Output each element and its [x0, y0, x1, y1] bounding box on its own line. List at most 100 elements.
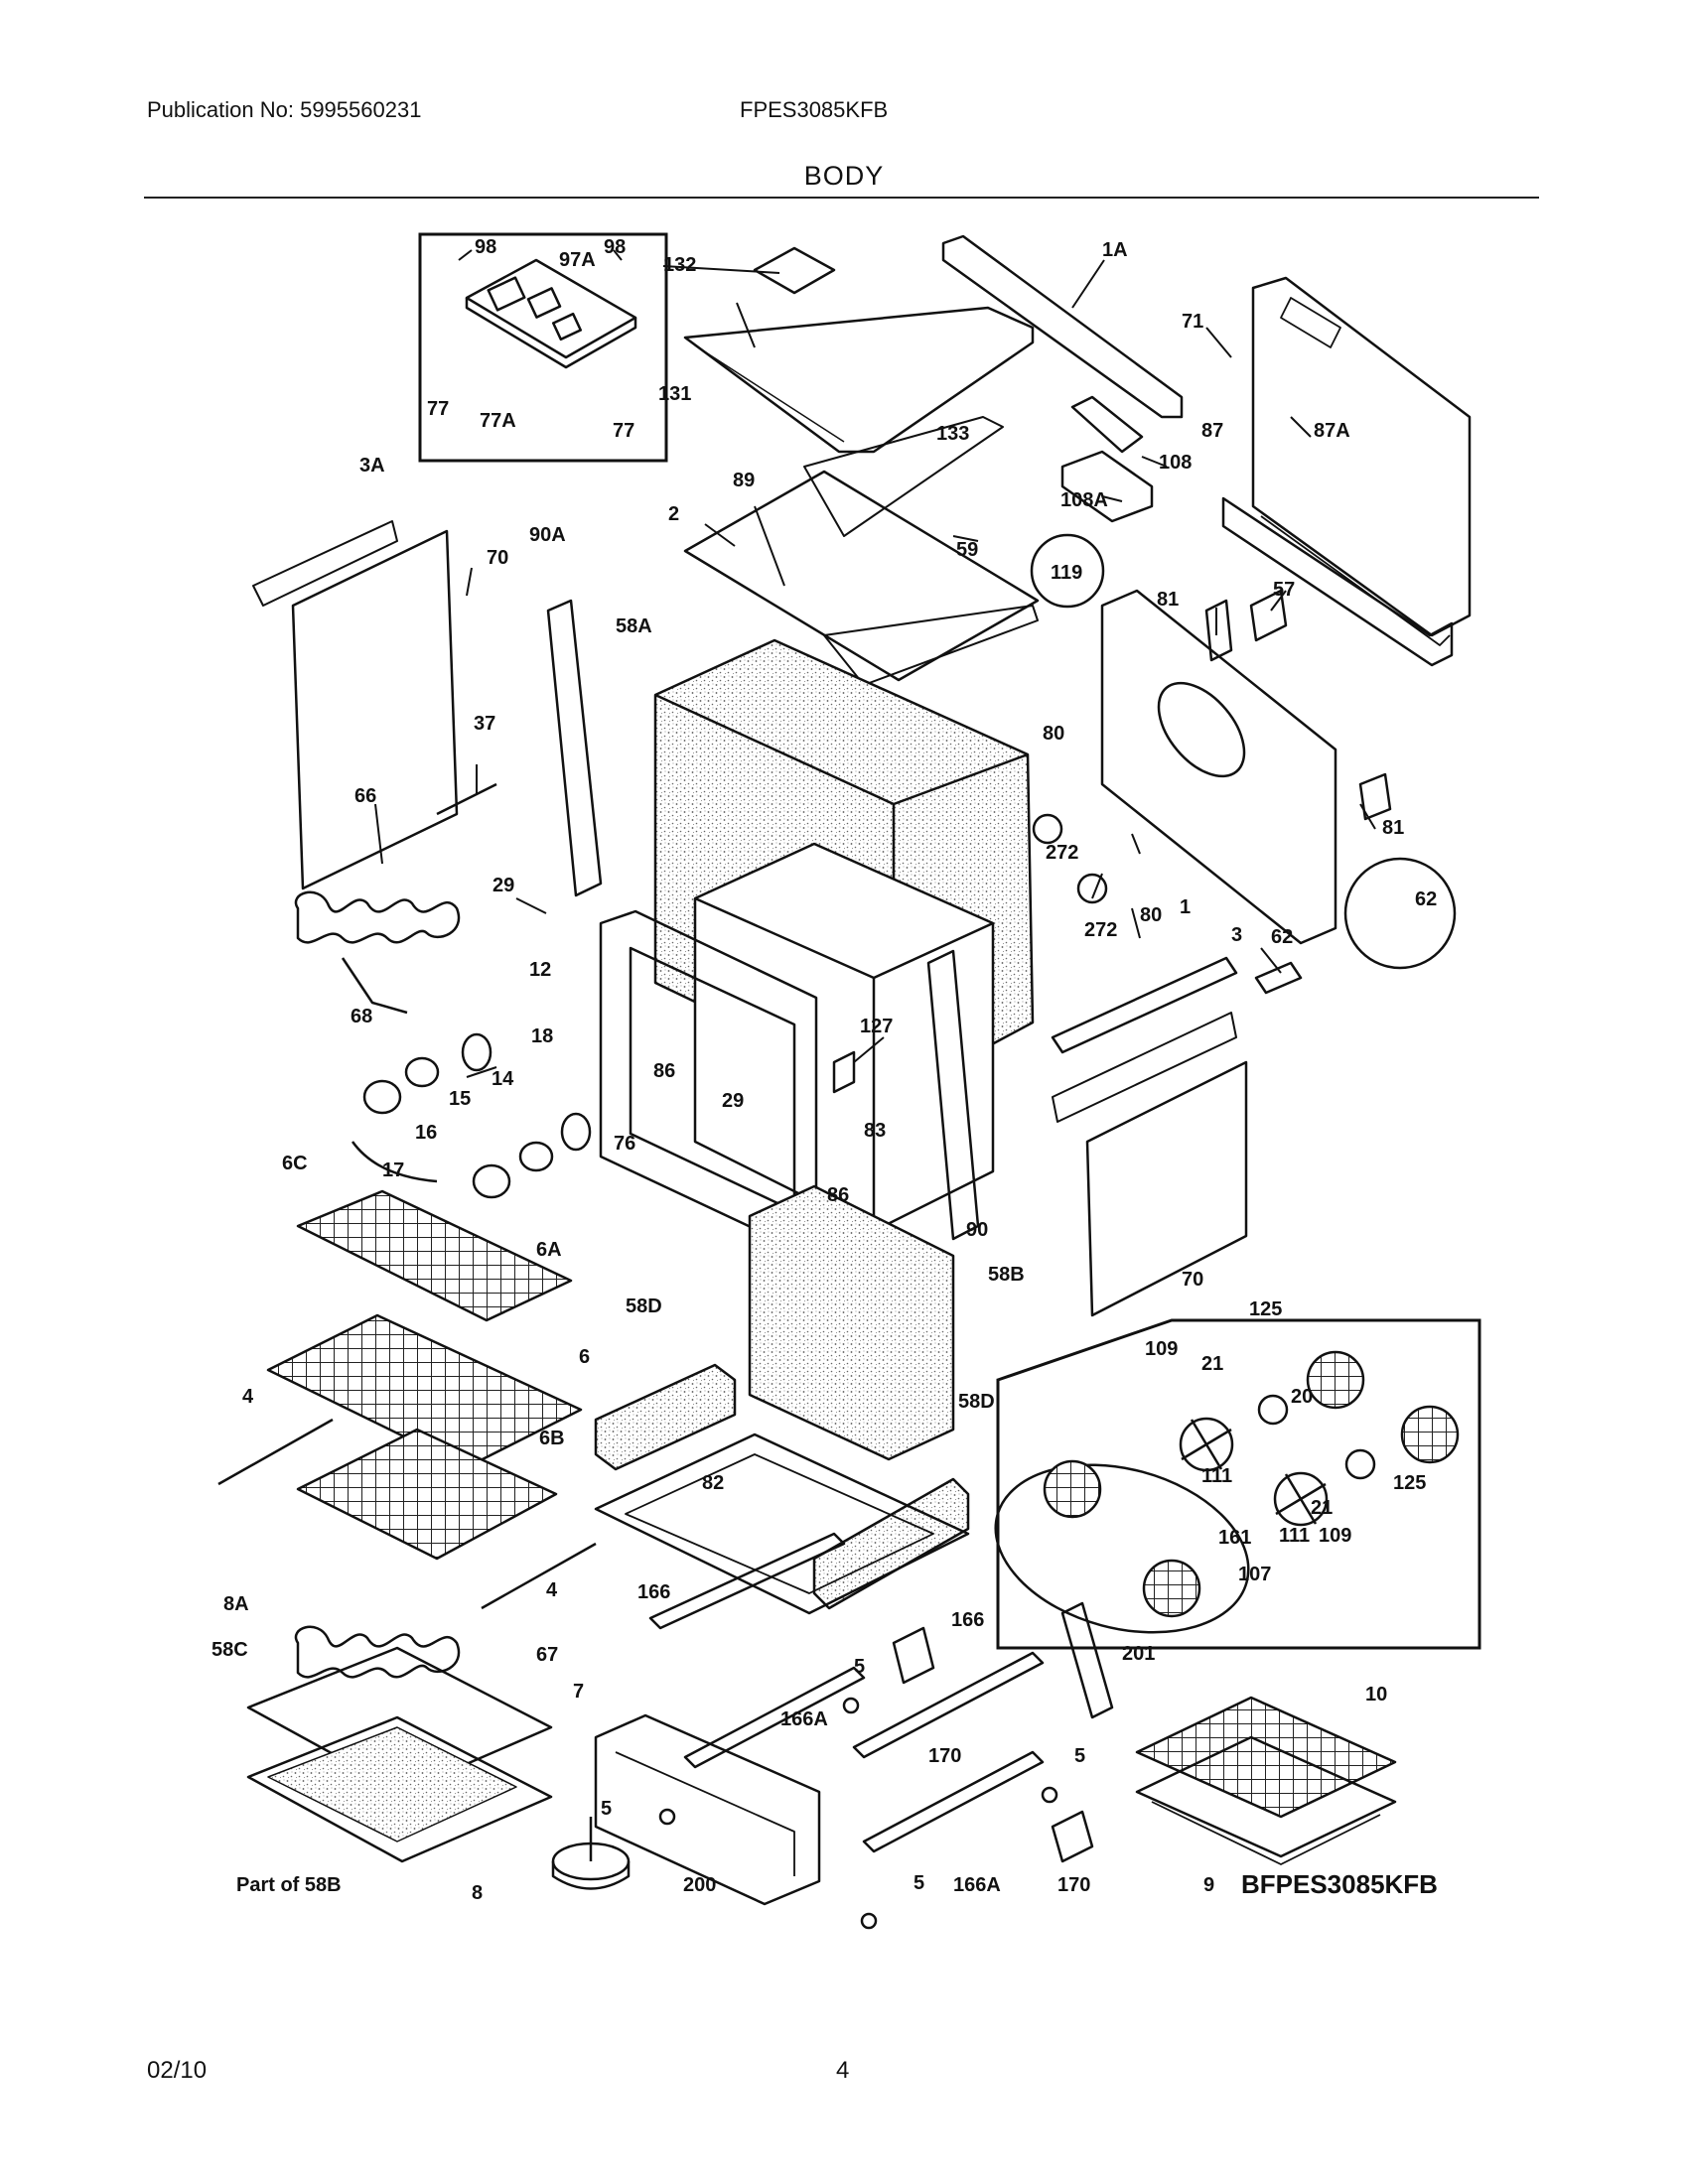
- label-6: 6: [579, 1346, 590, 1368]
- label-108: 108: [1159, 452, 1192, 474]
- fan-motor-lower: [1400, 1405, 1460, 1464]
- label-131: 131: [658, 383, 691, 405]
- label-15: 15: [449, 1088, 471, 1110]
- drawer-slide-166a: [683, 1666, 866, 1769]
- label-5: 5: [854, 1656, 865, 1678]
- label-4: 4: [242, 1386, 254, 1408]
- bracket-81: [1204, 599, 1233, 662]
- label-133: 133: [936, 423, 969, 445]
- label-77a: 77A: [480, 410, 516, 432]
- label-109: 109: [1145, 1338, 1178, 1360]
- label-86: 86: [653, 1060, 675, 1082]
- wire-17: [351, 1141, 438, 1183]
- storage-drawer: [594, 1713, 821, 1906]
- label-90a: 90A: [529, 524, 566, 546]
- label-83: 83: [864, 1120, 886, 1142]
- label-272: 272: [1084, 919, 1117, 941]
- label-107: 107: [1238, 1564, 1271, 1585]
- label-4: 4: [546, 1579, 558, 1601]
- oven-cavity: [693, 842, 995, 1233]
- label-66: 66: [354, 785, 376, 807]
- screw-5b: [1041, 1786, 1058, 1804]
- rear-bracket: [1221, 496, 1454, 667]
- callout-62: [1343, 857, 1457, 970]
- rear-wall: [1100, 589, 1337, 945]
- label-59: 59: [956, 539, 978, 561]
- label-58d: 58D: [626, 1296, 662, 1317]
- label-166a: 166A: [780, 1708, 828, 1730]
- label-127: 127: [860, 1016, 893, 1037]
- label-3a: 3A: [359, 455, 385, 477]
- sensor-127: [832, 1050, 856, 1094]
- label-89: 89: [733, 470, 755, 491]
- bracket-57: [1249, 589, 1288, 642]
- broiler-pan: [1135, 1735, 1397, 1858]
- label-166: 166: [951, 1609, 984, 1631]
- fan-motor-upper: [1306, 1350, 1365, 1410]
- label-17: 17: [382, 1160, 404, 1181]
- label-166: 166: [637, 1581, 670, 1603]
- side-strip-lower: [926, 949, 980, 1241]
- screw-5d: [658, 1808, 676, 1826]
- bracket-170a: [892, 1626, 935, 1685]
- label-18: 18: [531, 1025, 553, 1047]
- probe-37: [436, 782, 497, 816]
- label-161: 161: [1218, 1527, 1251, 1549]
- tie-68: [341, 957, 408, 1015]
- label-272: 272: [1046, 842, 1078, 864]
- label-57: 57: [1273, 579, 1295, 601]
- label-67: 67: [536, 1644, 558, 1666]
- label-200: 200: [683, 1874, 716, 1896]
- label-81: 81: [1157, 589, 1179, 611]
- label-5: 5: [914, 1872, 924, 1894]
- label-82: 82: [702, 1472, 724, 1494]
- bumper-272a: [1032, 813, 1063, 845]
- label-125: 125: [1393, 1472, 1426, 1494]
- label-6a: 6A: [536, 1239, 562, 1261]
- label-86: 86: [827, 1184, 849, 1206]
- label-70: 70: [1182, 1269, 1203, 1291]
- label-29: 29: [722, 1090, 744, 1112]
- page-number: 4: [836, 2057, 850, 2084]
- fan-blade-lower: [1273, 1471, 1329, 1527]
- label-58b: 58B: [988, 1264, 1025, 1286]
- rack-rod-4: [217, 1418, 334, 1486]
- fan-blade-upper: [1179, 1417, 1234, 1472]
- label-119: 119: [1051, 562, 1082, 584]
- cabinet-top: [683, 470, 1040, 682]
- cover-plate: [753, 246, 836, 295]
- back-insulation: [748, 1184, 955, 1461]
- label-1a: 1A: [1102, 239, 1128, 261]
- label-98: 98: [475, 236, 496, 258]
- label-5: 5: [1074, 1745, 1085, 1767]
- label-62: 62: [1415, 888, 1437, 910]
- bracket-81b: [1358, 772, 1392, 821]
- oven-rack-6a: [266, 1313, 583, 1469]
- side-panel-right: [1085, 1060, 1248, 1317]
- label-29: 29: [492, 875, 514, 896]
- side-panel-left: [291, 529, 459, 890]
- broiler-pan-grid: [1135, 1696, 1397, 1819]
- drawing-id: BFPES3085KFB: [1241, 1869, 1438, 1899]
- label-16: 16: [415, 1122, 437, 1144]
- label-109: 109: [1319, 1525, 1351, 1547]
- label-111: 111: [1201, 1465, 1232, 1487]
- bottom-plate: [246, 1715, 553, 1863]
- convection-fan-inset: [996, 1318, 1481, 1650]
- label-part-of-58b: Part of 58B: [236, 1874, 342, 1896]
- label-9: 9: [1203, 1874, 1214, 1896]
- label-62: 62: [1271, 926, 1293, 948]
- label-132: 132: [663, 254, 696, 276]
- convection-fan-housing: [994, 1463, 1250, 1634]
- label-21: 21: [1201, 1353, 1223, 1375]
- label-76: 76: [614, 1133, 635, 1155]
- publication-number: Publication No: 5995560231: [147, 97, 422, 122]
- leveling-leg: [551, 1817, 631, 1890]
- label-111: 111: [1279, 1525, 1310, 1547]
- label-98: 98: [604, 236, 626, 258]
- strip-3: [1051, 956, 1238, 1054]
- label-58d: 58D: [958, 1391, 995, 1413]
- label-8a: 8A: [223, 1593, 249, 1615]
- header-rule: [144, 197, 1539, 199]
